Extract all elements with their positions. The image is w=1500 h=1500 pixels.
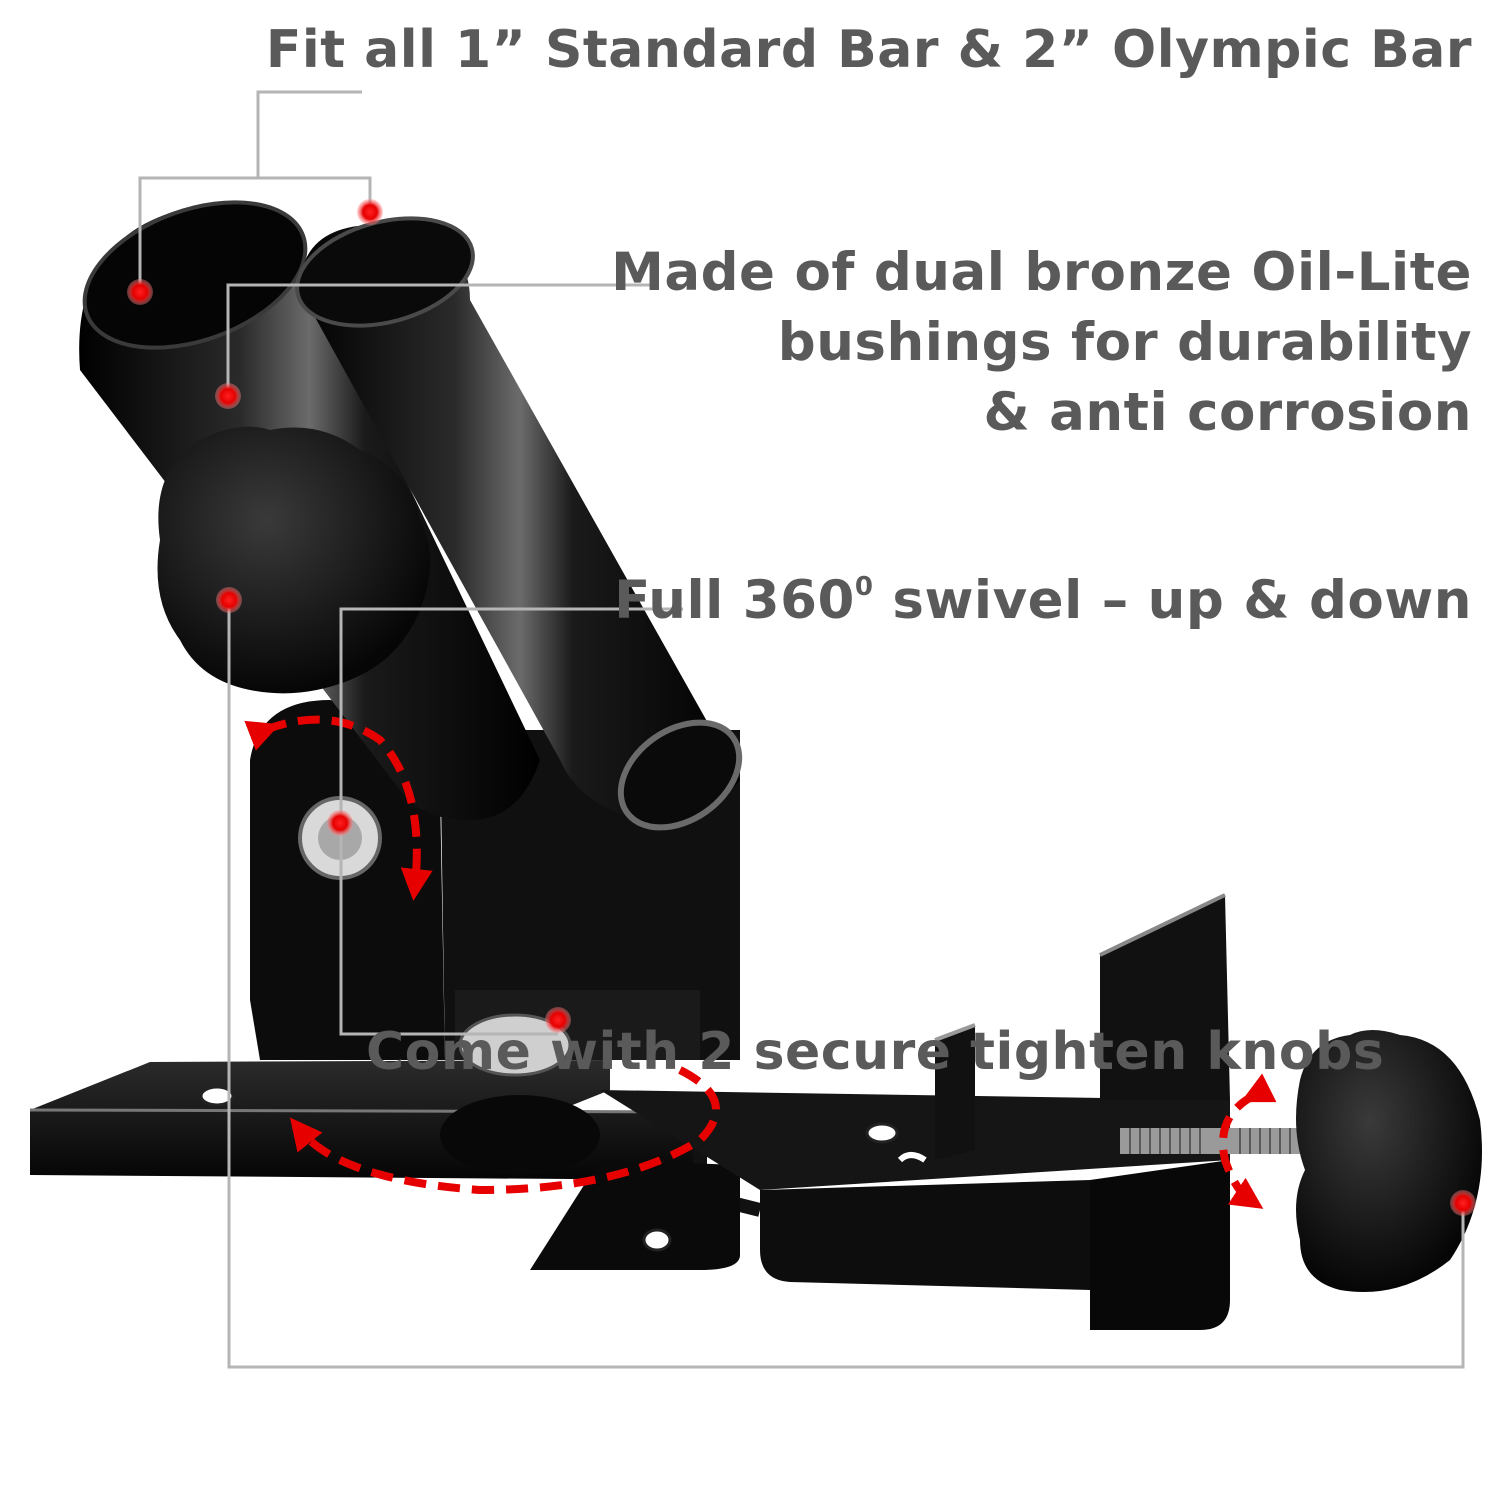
marker-dot [216,587,242,613]
callout-knobs: Come with 2 secure tighten knobs [366,1022,1385,1082]
marker-dot [327,810,353,836]
marker-dot [127,279,153,305]
callout-bushings-line3: & anti corrosion [983,382,1472,443]
callout-bar-fit: Fit all 1” Standard Bar & 2” Olympic Bar [265,20,1472,80]
swivel-suffix: swivel – up & down [873,570,1472,631]
marker-dot [357,199,383,225]
marker-dot [215,383,241,409]
swivel-prefix: Full 360 [614,570,855,631]
swivel-degree: 0 [854,572,874,602]
swivel-arrows [244,715,1277,1209]
callout-markers [127,199,1476,1216]
callout-bushings: Made of dual bronze Oil-Lite bushings fo… [611,238,1472,448]
marker-dot [1450,1190,1476,1216]
clamp-plate [600,1090,1230,1330]
callout-bushings-line2: bushings for durability [777,312,1472,373]
callout-bushings-line1: Made of dual bronze Oil-Lite [611,242,1472,303]
tighten-knob-left [157,426,430,694]
clamp-upright [934,893,1230,1160]
callout-swivel: Full 3600 swivel – up & down [614,570,1472,631]
marker-dot [545,1007,571,1033]
